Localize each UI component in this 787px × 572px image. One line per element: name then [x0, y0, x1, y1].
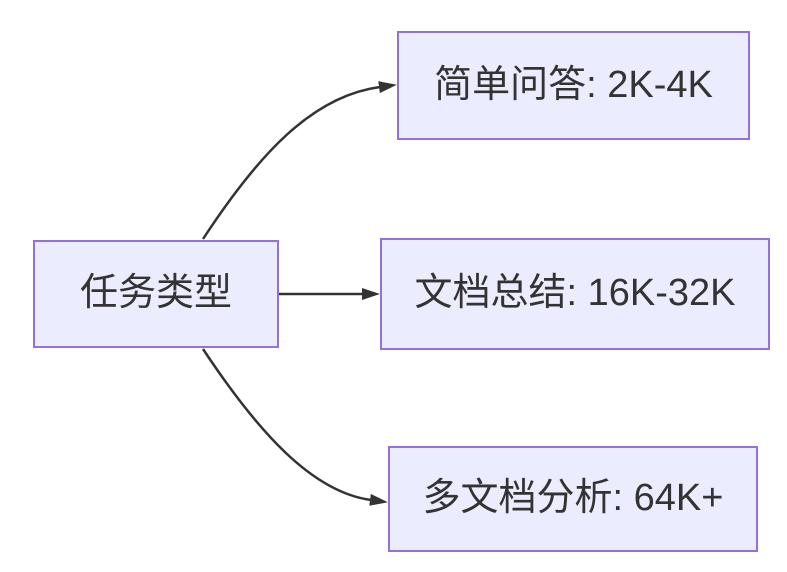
node-task-type: 任务类型 [33, 240, 279, 348]
edge-task-type-to-multi-doc [201, 348, 388, 506]
node-simple-qa-label: 简单问答: 2K-4K [434, 63, 713, 106]
node-doc-summary-label: 文档总结: 16K-32K [414, 272, 736, 315]
node-task-type-label: 任务类型 [79, 272, 232, 315]
node-multi-doc: 多文档分析: 64K+ [388, 446, 758, 552]
node-doc-summary: 文档总结: 16K-32K [380, 238, 770, 350]
edge-task-type-to-simple-qa [201, 81, 397, 240]
node-simple-qa: 简单问答: 2K-4K [397, 31, 750, 140]
node-multi-doc-label: 多文档分析: 64K+ [422, 477, 724, 520]
